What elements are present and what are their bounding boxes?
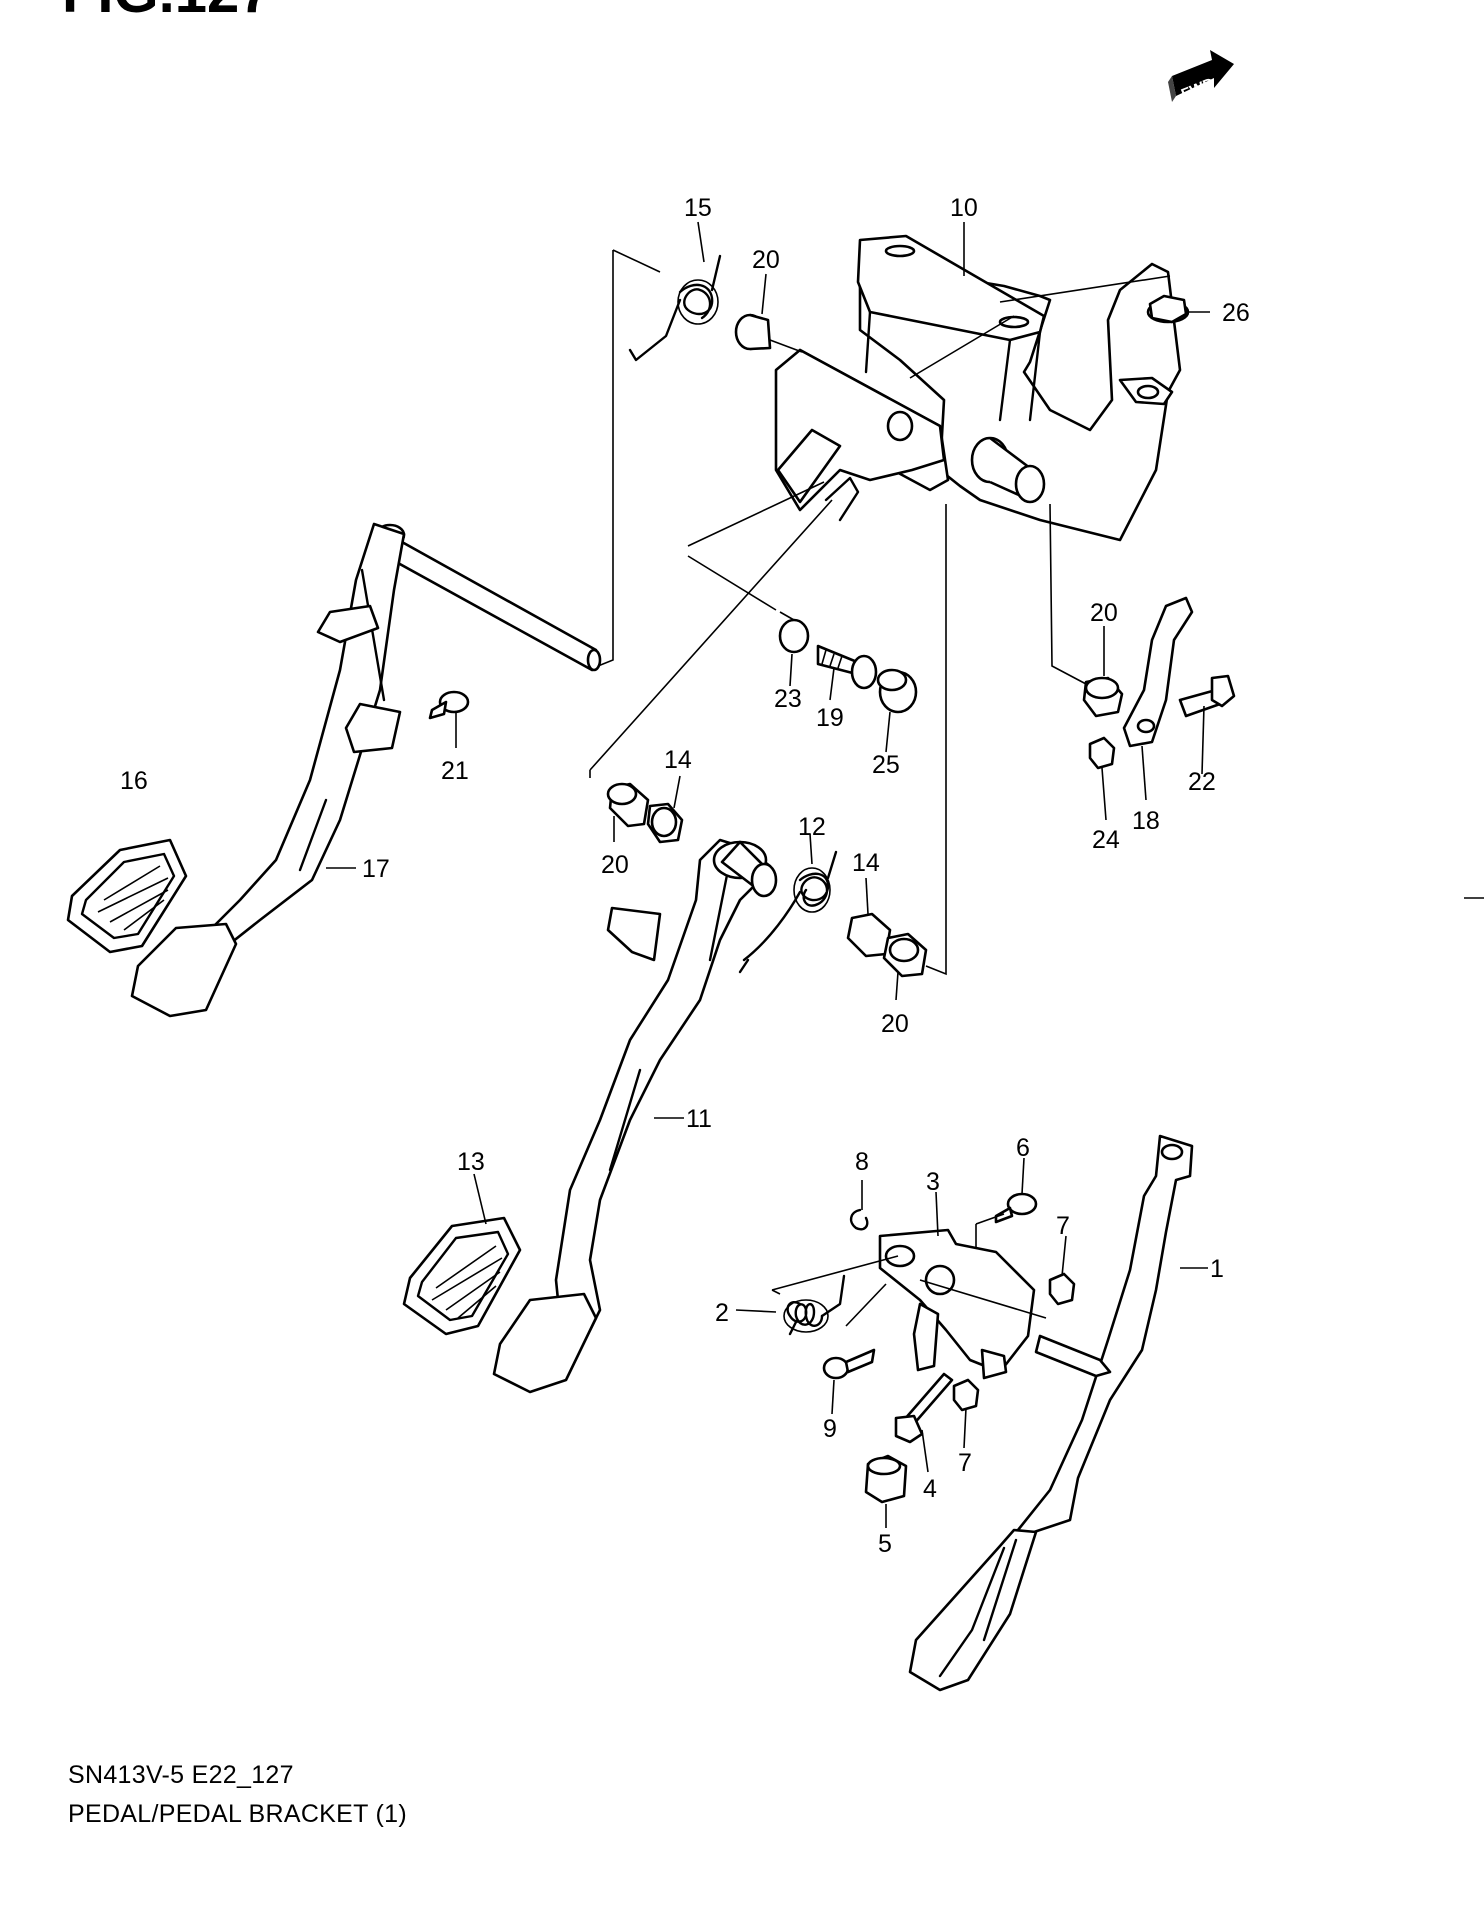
bolt-22 xyxy=(1178,674,1236,718)
part-label-13[interactable]: 13 xyxy=(457,1148,485,1176)
part-label-19[interactable]: 19 xyxy=(816,704,844,732)
part-label-18[interactable]: 18 xyxy=(1132,807,1160,835)
part-label-12[interactable]: 12 xyxy=(798,813,826,841)
part-label-22[interactable]: 22 xyxy=(1188,768,1216,796)
washer-23 xyxy=(778,618,810,654)
assembly-lines xyxy=(589,249,1171,1327)
stopper-5 xyxy=(864,1454,908,1504)
part-label-21[interactable]: 21 xyxy=(441,757,469,785)
part-label-3[interactable]: 3 xyxy=(926,1168,940,1196)
caption-code: SN413V-5 E22_127 xyxy=(68,1761,294,1789)
forward-arrow-icon: FWD xyxy=(1168,50,1234,103)
accelerator-pedal-1 xyxy=(908,1134,1194,1692)
part-label-2[interactable]: 2 xyxy=(715,1299,729,1327)
return-spring-12 xyxy=(738,850,838,974)
part-label-14a[interactable]: 14 xyxy=(664,746,692,774)
bushing-14-left xyxy=(646,802,684,844)
bushing-14-right xyxy=(846,912,892,958)
bushing-20-right xyxy=(882,932,928,978)
part-label-6[interactable]: 6 xyxy=(1016,1134,1030,1162)
bolt-19 xyxy=(816,644,878,690)
screw-6 xyxy=(994,1192,1038,1224)
caption-title: PEDAL/PEDAL BRACKET (1) xyxy=(68,1800,407,1828)
figure-title: FIG.127 xyxy=(62,0,272,25)
part-label-15[interactable]: 15 xyxy=(684,194,712,222)
clutch-pedal xyxy=(130,522,602,1018)
push-rod-18 xyxy=(1122,596,1194,748)
nut-24 xyxy=(1088,736,1116,770)
part-label-24[interactable]: 24 xyxy=(1092,826,1120,854)
pedal-pad-16 xyxy=(66,838,188,954)
part-label-1[interactable]: 1 xyxy=(1210,1255,1224,1283)
part-label-11[interactable]: 11 xyxy=(686,1105,712,1133)
bolt-4 xyxy=(894,1372,954,1444)
part-label-20d[interactable]: 20 xyxy=(881,1010,909,1038)
part-label-20c[interactable]: 20 xyxy=(601,851,629,879)
part-label-23[interactable]: 23 xyxy=(774,685,802,713)
flange-nut-26 xyxy=(1146,294,1190,324)
nut-7-bottom xyxy=(952,1378,980,1412)
part-label-25[interactable]: 25 xyxy=(872,751,900,779)
part-label-9[interactable]: 9 xyxy=(823,1415,837,1443)
part-label-16[interactable]: 16 xyxy=(120,767,148,795)
part-label-4[interactable]: 4 xyxy=(923,1475,937,1503)
bushing-20-left xyxy=(606,782,650,828)
part-label-20b[interactable]: 20 xyxy=(1090,599,1118,627)
brake-pedal xyxy=(492,838,778,1394)
cushion-25 xyxy=(876,668,918,714)
part-label-7b[interactable]: 7 xyxy=(958,1449,972,1477)
diagram-caption: SN413V-5 E22_127 PEDAL/PEDAL BRACKET (1) xyxy=(68,1756,407,1834)
part-label-8[interactable]: 8 xyxy=(855,1148,869,1176)
part-label-10[interactable]: 10 xyxy=(950,194,978,222)
part-label-14b[interactable]: 14 xyxy=(852,849,880,877)
part-label-5[interactable]: 5 xyxy=(878,1530,892,1558)
callouts: 1 2 3 4 5 6 7 7 8 9 10 11 12 13 14 14 15… xyxy=(120,194,1250,1558)
pedal-bracket xyxy=(774,234,1182,542)
bushing-20-top xyxy=(734,313,772,351)
return-spring-2 xyxy=(783,1274,846,1336)
nut-7-top xyxy=(1048,1272,1076,1306)
return-spring-15 xyxy=(628,254,722,362)
pedal-pad-13 xyxy=(402,1216,522,1336)
clip-8 xyxy=(849,1208,869,1231)
accelerator-bracket-3 xyxy=(878,1228,1036,1380)
bolt-21 xyxy=(428,690,470,720)
bolt-9 xyxy=(822,1348,876,1380)
part-label-7a[interactable]: 7 xyxy=(1056,1212,1070,1240)
part-label-26[interactable]: 26 xyxy=(1222,299,1250,327)
bushing-20-mid xyxy=(1082,676,1124,718)
part-label-20a[interactable]: 20 xyxy=(752,246,780,274)
part-label-17[interactable]: 17 xyxy=(362,855,390,883)
